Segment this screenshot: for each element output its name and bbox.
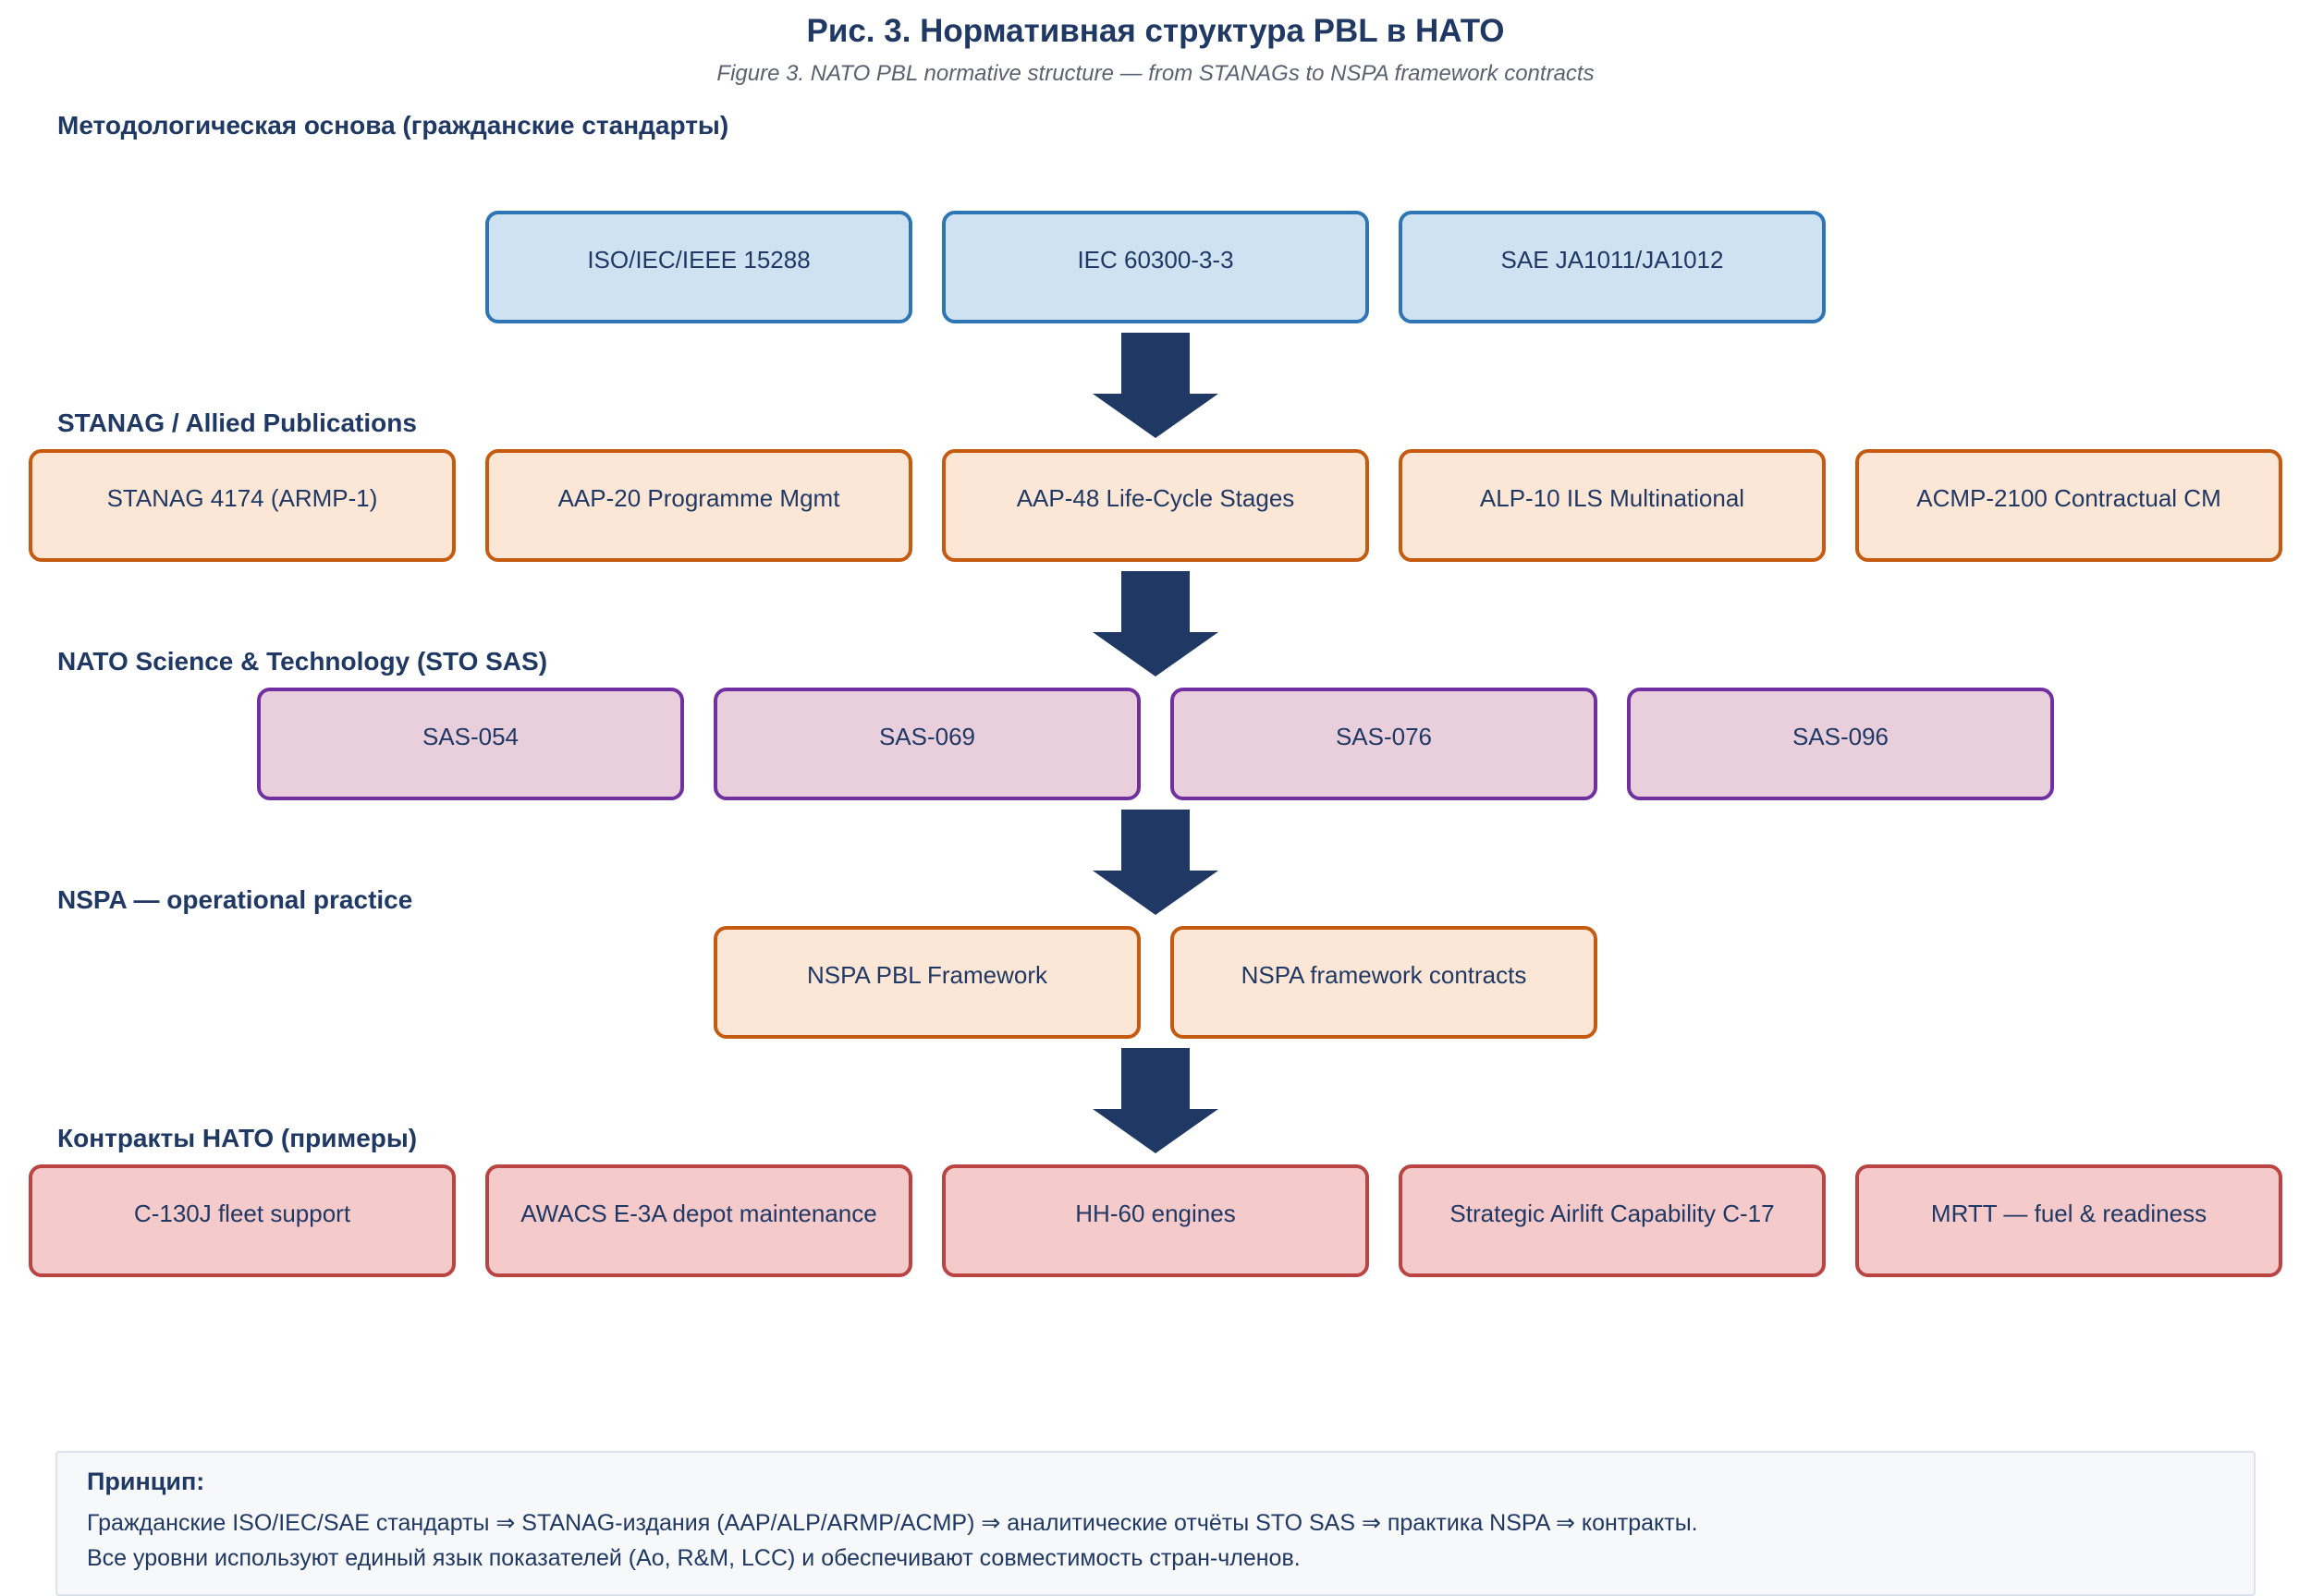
node-acmp-2100: ACMP-2100 Contractual CM — [1855, 449, 2282, 562]
row-sto-sas: SAS-054 SAS-069 SAS-076 SAS-096 — [37, 688, 2274, 800]
node-nspa-framework-contracts: NSPA framework contracts — [1170, 926, 1597, 1039]
section-header-sto-sas: NATO Science & Technology (STO SAS) — [57, 647, 548, 676]
section-header-nspa: NSPA — operational practice — [57, 885, 413, 914]
down-arrow-icon — [1093, 1048, 1218, 1153]
row-contracts: C-130J fleet support AWACS E-3A depot ma… — [29, 1164, 2282, 1277]
node-mrtt: MRTT — fuel & readiness — [1855, 1164, 2282, 1277]
band-stanag: STANAG / Allied Publications — [37, 323, 2274, 449]
node-sae-ja1011-ja1012: SAE JA1011/JA1012 — [1399, 211, 1826, 323]
principle-title: Принцип: — [87, 1468, 205, 1495]
node-sas-069: SAS-069 — [714, 688, 1141, 800]
principle-line-2: Все уровни используют единый язык показа… — [87, 1545, 1301, 1571]
node-sas-076: SAS-076 — [1170, 688, 1597, 800]
node-alp-10: ALP-10 ILS Multinational — [1399, 449, 1826, 562]
row-nspa: NSPA PBL Framework NSPA framework contra… — [37, 926, 2274, 1039]
node-iso-iec-ieee-15288: ISO/IEC/IEEE 15288 — [485, 211, 912, 323]
node-stanag-4174: STANAG 4174 (ARMP-1) — [29, 449, 456, 562]
section-header-methodology: Методологическая основа (гражданские ста… — [57, 111, 729, 140]
node-sas-096: SAS-096 — [1627, 688, 2054, 800]
page-subtitle: Figure 3. NATO PBL normative structure —… — [716, 61, 1595, 86]
node-iec-60300-3-3: IEC 60300-3-3 — [942, 211, 1369, 323]
node-hh60: HH-60 engines — [942, 1164, 1369, 1277]
node-aap-48: AAP-48 Life-Cycle Stages — [942, 449, 1369, 562]
node-c130j: C-130J fleet support — [29, 1164, 456, 1277]
page-title: Рис. 3. Нормативная структура PBL в НАТО — [806, 13, 1505, 49]
section-header-contracts: Контракты НАТО (примеры) — [57, 1124, 418, 1152]
down-arrow-icon — [1093, 333, 1218, 438]
principle-panel: Принцип: Гражданские ISO/IEC/SAE стандар… — [55, 1451, 2256, 1596]
row-stanag: STANAG 4174 (ARMP-1) AAP-20 Programme Mg… — [29, 449, 2282, 562]
down-arrow-icon — [1093, 810, 1218, 915]
figure-page: Рис. 3. Нормативная структура PBL в НАТО… — [0, 13, 2311, 1596]
band-contracts: Контракты НАТО (примеры) — [37, 1039, 2274, 1164]
node-nspa-pbl-framework: NSPA PBL Framework — [714, 926, 1141, 1039]
band-nspa: NSPA — operational practice — [37, 800, 2274, 926]
node-aap-20: AAP-20 Programme Mgmt — [485, 449, 912, 562]
diagram: Методологическая основа (гражданские ста… — [29, 111, 2282, 1596]
section-header-stanag: STANAG / Allied Publications — [57, 408, 417, 437]
node-sas-054: SAS-054 — [257, 688, 684, 800]
row-civilian-standards: ISO/IEC/IEEE 15288 IEC 60300-3-3 SAE JA1… — [37, 211, 2274, 323]
node-sac-c17: Strategic Airlift Capability C-17 — [1399, 1164, 1826, 1277]
principle-line-1: Гражданские ISO/IEC/SAE стандарты ⇒ STAN… — [87, 1510, 1698, 1536]
band-sto-sas: NATO Science & Technology (STO SAS) — [37, 562, 2274, 688]
node-awacs-e3a: AWACS E-3A depot maintenance — [485, 1164, 912, 1277]
down-arrow-icon — [1093, 571, 1218, 676]
